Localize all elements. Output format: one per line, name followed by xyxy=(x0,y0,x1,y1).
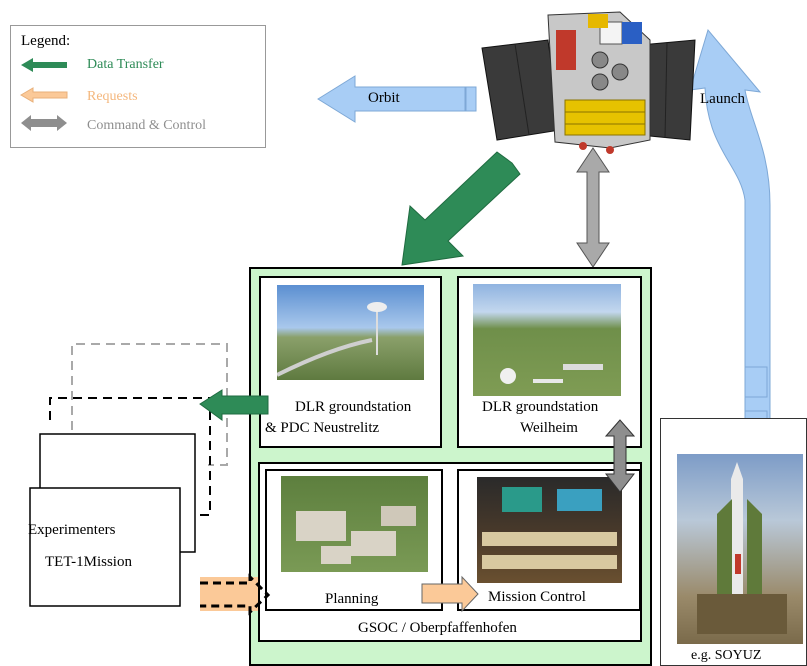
legend-title: Legend: xyxy=(21,33,71,49)
launcher-box: e.g. SOYUZ xyxy=(660,418,807,666)
legend-requests: Requests xyxy=(87,89,138,104)
mission-control-photo xyxy=(477,477,622,583)
downlink-arrow xyxy=(401,151,521,266)
experimenters-line1: Experimenters xyxy=(28,522,116,538)
legend-data-transfer: Data Transfer xyxy=(87,57,164,72)
orbit-label: Orbit xyxy=(368,90,400,106)
gsoc-label: GSOC / Oberpfaffenhofen xyxy=(358,620,517,636)
station-weilheim: DLR groundstation Weilheim xyxy=(457,276,642,448)
launch-label: Launch xyxy=(700,91,745,107)
planning-box: Planning xyxy=(265,469,443,611)
data-transfer-icon xyxy=(21,58,67,72)
data-transfer-arrow xyxy=(199,389,269,421)
planning-request-arrow xyxy=(421,575,479,613)
neustrelitz-line1: DLR groundstation xyxy=(295,399,412,415)
launch-dash-1 xyxy=(744,366,768,398)
requests-icon xyxy=(20,87,68,103)
planning-label: Planning xyxy=(325,591,379,607)
legend: Legend: Data Transfer Requests Command &… xyxy=(10,25,266,148)
exp-page-back xyxy=(71,343,228,466)
mission-control-label: Mission Control xyxy=(488,589,586,605)
command-control-icon xyxy=(21,115,67,131)
request-arrow-dashes xyxy=(200,573,271,616)
experimenters-line2: TET-1Mission xyxy=(45,554,132,570)
satellite xyxy=(481,11,696,154)
station-neustrelitz: DLR groundstation & PDC Neustrelitz xyxy=(259,276,442,448)
weilheim-line2: Weilheim xyxy=(520,420,578,436)
legend-arrows xyxy=(20,58,68,131)
orbit-arrow xyxy=(317,75,466,123)
legend-command-control: Command & Control xyxy=(87,118,206,133)
neustrelitz-line2: & PDC Neustrelitz xyxy=(265,420,380,436)
weilheim-line1: DLR groundstation xyxy=(482,399,599,415)
launcher-caption: e.g. SOYUZ xyxy=(691,648,762,663)
command-arrow-lower xyxy=(604,419,636,493)
weilheim-photo xyxy=(473,284,621,396)
mission-control-box: Mission Control xyxy=(457,469,641,611)
planning-photo xyxy=(281,476,428,572)
soyuz-photo xyxy=(677,454,803,644)
orbit-arrow-stub xyxy=(465,86,477,112)
exp-page-front xyxy=(29,487,181,607)
neustrelitz-photo xyxy=(277,285,424,380)
